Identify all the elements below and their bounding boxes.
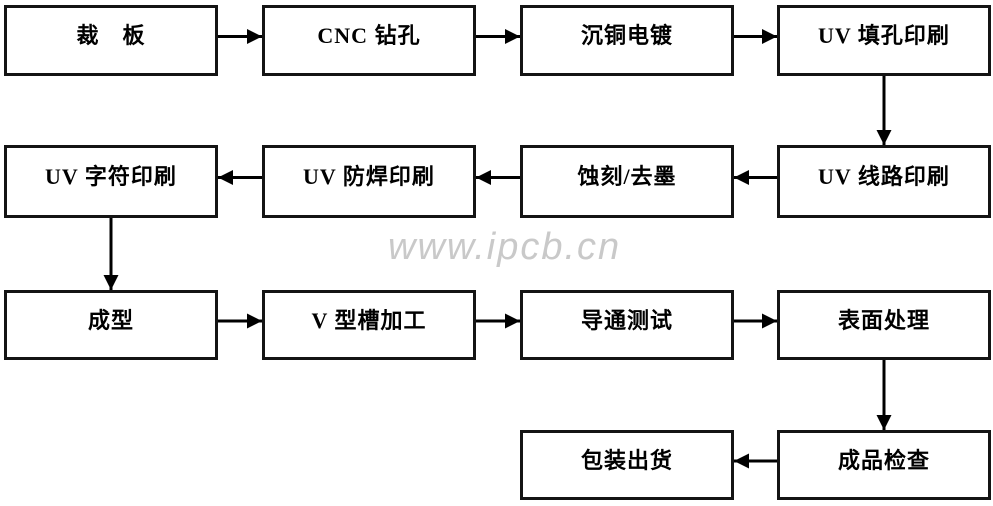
flow-node-label: UV 填孔印刷 xyxy=(818,23,950,48)
flow-node-label: 包装出货 xyxy=(580,447,673,473)
flow-node-cnc-drilling: CNC 钻孔 xyxy=(262,5,476,76)
flow-node-v-groove-machining: V 型槽加工 xyxy=(262,290,476,360)
flow-node-label: 表面处理 xyxy=(837,307,930,333)
flow-node-cut-board: 裁 板 xyxy=(4,5,218,76)
flow-node-surface-finish: 表面处理 xyxy=(777,290,991,360)
flow-node-label: 导通测试 xyxy=(580,307,673,333)
flow-node-final-inspection: 成品检查 xyxy=(777,430,991,500)
flow-node-uv-legend-printing: UV 字符印刷 xyxy=(4,145,218,218)
flow-node-label: 蚀刻/去墨 xyxy=(577,164,677,189)
flow-node-label: V 型槽加工 xyxy=(311,307,427,333)
flow-node-label: CNC 钻孔 xyxy=(317,23,421,48)
flow-node-uv-hole-fill-printing: UV 填孔印刷 xyxy=(777,5,991,76)
flow-node-uv-circuit-printing: UV 线路印刷 xyxy=(777,145,991,218)
flow-node-copper-deposition-plating: 沉铜电镀 xyxy=(520,5,734,76)
flow-node-forming: 成型 xyxy=(4,290,218,360)
flow-node-uv-soldermask-printing: UV 防焊印刷 xyxy=(262,145,476,218)
flow-node-packing-shipping: 包装出货 xyxy=(520,430,734,500)
flow-node-label: 成品检查 xyxy=(837,447,930,473)
flow-node-etching-ink-stripping: 蚀刻/去墨 xyxy=(520,145,734,218)
flow-node-label: 成型 xyxy=(87,307,134,333)
flow-node-label: 裁 板 xyxy=(76,23,146,48)
flow-node-label: UV 线路印刷 xyxy=(818,164,950,189)
flow-node-label: UV 防焊印刷 xyxy=(303,164,435,189)
flow-node-label: 沉铜电镀 xyxy=(580,23,673,48)
flow-node-continuity-test: 导通测试 xyxy=(520,290,734,360)
flow-node-label: UV 字符印刷 xyxy=(45,164,177,189)
